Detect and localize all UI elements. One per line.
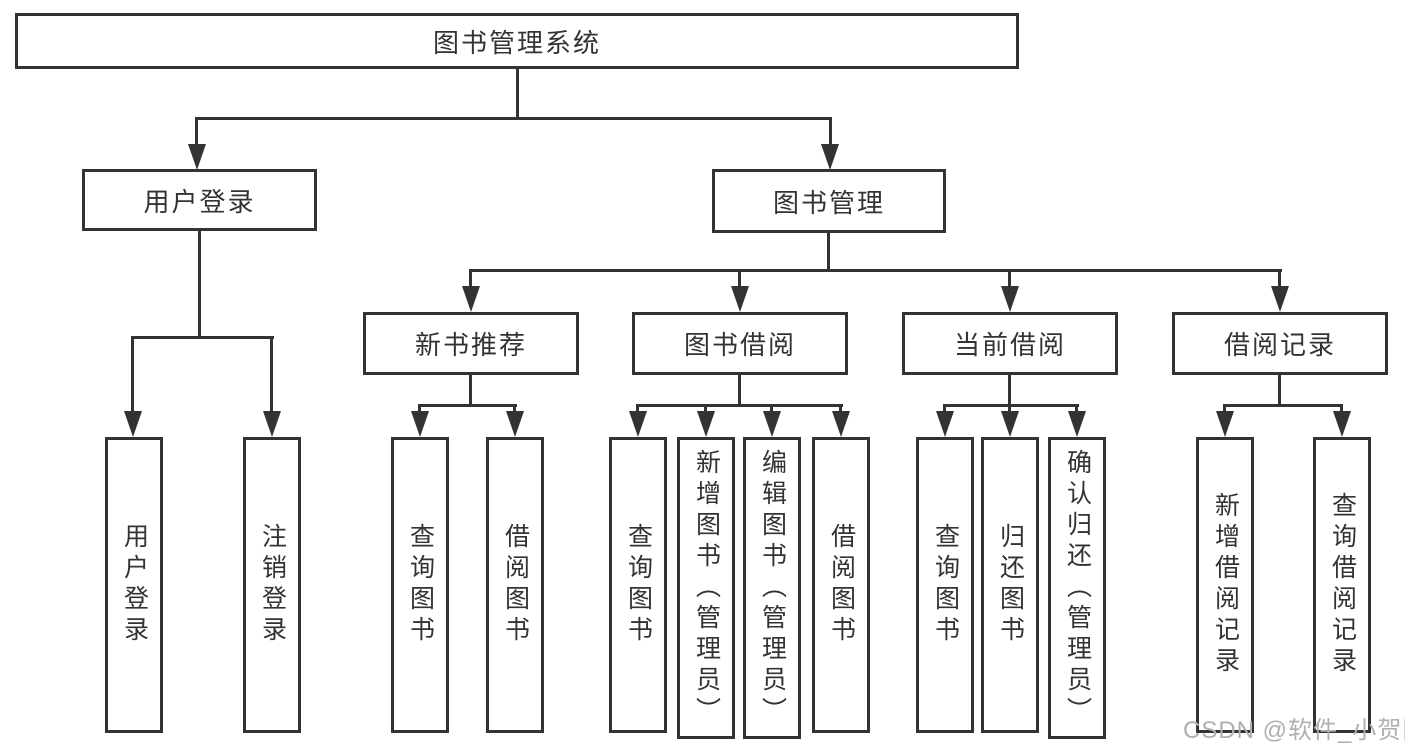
node-book-borrowing: 图书借阅 xyxy=(632,312,848,375)
connector-line xyxy=(704,404,707,413)
node-leaf-borrow-books-recommend: 借阅图书 xyxy=(486,437,544,733)
arrow-down-icon xyxy=(1333,411,1351,437)
connector-line xyxy=(195,117,832,120)
arrow-down-icon xyxy=(629,411,647,437)
node-leaf-confirm-return-admin: 确认归还（管理员） xyxy=(1048,437,1106,739)
node-label: 借阅图书 xyxy=(501,523,530,647)
node-label: 借阅记录 xyxy=(1223,330,1336,360)
arrow-down-icon xyxy=(821,144,839,170)
connector-line xyxy=(198,231,201,339)
node-label: 查询图书 xyxy=(624,523,653,647)
connector-line xyxy=(636,404,639,413)
arrow-down-icon xyxy=(731,286,749,312)
arrow-down-icon xyxy=(188,144,206,170)
arrow-down-icon xyxy=(1216,411,1234,437)
node-label: 编辑图书（管理员） xyxy=(758,448,787,728)
connector-line xyxy=(943,404,946,413)
connector-line xyxy=(131,336,134,412)
connector-line xyxy=(1223,404,1226,413)
node-label: 确认归还（管理员） xyxy=(1063,448,1092,728)
arrow-down-icon xyxy=(1001,286,1019,312)
connector-line xyxy=(513,404,516,413)
node-borrowing-records: 借阅记录 xyxy=(1172,312,1388,375)
node-label: 新增图书（管理员） xyxy=(692,448,721,728)
connector-line xyxy=(770,404,773,413)
node-new-book-recommend: 新书推荐 xyxy=(363,312,579,375)
connector-line xyxy=(943,404,1079,407)
node-label: 新增借阅记录 xyxy=(1211,492,1240,678)
node-library-management-system: 图书管理系统 xyxy=(15,13,1019,69)
arrow-down-icon xyxy=(411,411,429,437)
arrow-down-icon xyxy=(697,411,715,437)
connector-line xyxy=(469,269,1282,272)
node-leaf-query-books-borrowing: 查询图书 xyxy=(609,437,667,733)
arrow-down-icon xyxy=(936,411,954,437)
connector-line xyxy=(839,404,842,413)
arrow-down-icon xyxy=(462,286,480,312)
connector-line xyxy=(636,404,843,407)
arrow-down-icon xyxy=(1271,286,1289,312)
connector-line xyxy=(1278,269,1281,288)
node-label: 图书借阅 xyxy=(683,330,796,360)
connector-line xyxy=(829,117,832,146)
node-leaf-query-books-recommend: 查询图书 xyxy=(391,437,449,733)
arrow-down-icon xyxy=(1001,411,1019,437)
connector-line xyxy=(516,69,519,120)
node-label: 新书推荐 xyxy=(414,330,527,360)
node-leaf-query-books-current: 查询图书 xyxy=(916,437,974,733)
node-current-borrowing: 当前借阅 xyxy=(902,312,1118,375)
node-label: 注销登录 xyxy=(258,523,287,647)
connector-line xyxy=(131,336,274,339)
connector-line xyxy=(1278,375,1281,407)
node-label: 用户登录 xyxy=(143,186,256,217)
node-label: 查询图书 xyxy=(931,523,960,647)
connector-line xyxy=(418,404,517,407)
node-label: 当前借阅 xyxy=(953,330,1066,360)
node-label: 用户登录 xyxy=(120,523,149,647)
node-label: 查询借阅记录 xyxy=(1328,492,1357,678)
connector-line xyxy=(827,233,830,272)
connector-line xyxy=(1223,404,1343,407)
csdn-watermark: CSDN @软件_小贺同学 xyxy=(1183,717,1405,744)
connector-line xyxy=(738,375,741,407)
node-leaf-logout: 注销登录 xyxy=(243,437,301,733)
node-leaf-return-books: 归还图书 xyxy=(981,437,1039,733)
connector-line xyxy=(195,117,198,146)
node-label: 归还图书 xyxy=(996,523,1025,647)
connector-line xyxy=(1008,404,1011,413)
arrow-down-icon xyxy=(263,411,281,437)
connector-line xyxy=(738,269,741,288)
connector-line xyxy=(270,336,273,412)
node-leaf-user-login: 用户登录 xyxy=(105,437,163,733)
arrow-down-icon xyxy=(832,411,850,437)
connector-line xyxy=(418,404,421,413)
node-label: 借阅图书 xyxy=(827,523,856,647)
arrow-down-icon xyxy=(763,411,781,437)
node-leaf-borrow-books: 借阅图书 xyxy=(812,437,870,733)
arrow-down-icon xyxy=(1068,411,1086,437)
connector-line xyxy=(1075,404,1078,413)
connector-line xyxy=(469,269,472,288)
node-label: 查询图书 xyxy=(406,523,435,647)
node-leaf-query-borrow-record: 查询借阅记录 xyxy=(1313,437,1371,733)
connector-line xyxy=(1008,269,1011,288)
node-label: 图书管理系统 xyxy=(432,27,601,58)
node-leaf-add-books-admin: 新增图书（管理员） xyxy=(677,437,735,739)
node-label: 图书管理 xyxy=(772,187,885,218)
node-user-login: 用户登录 xyxy=(82,169,317,231)
arrow-down-icon xyxy=(506,411,524,437)
arrow-down-icon xyxy=(124,411,142,437)
connector-line xyxy=(469,375,472,407)
node-book-management: 图书管理 xyxy=(712,169,946,233)
node-leaf-add-borrow-record: 新增借阅记录 xyxy=(1196,437,1254,733)
connector-line xyxy=(1008,375,1011,407)
connector-line xyxy=(1340,404,1343,413)
node-leaf-edit-books-admin: 编辑图书（管理员） xyxy=(743,437,801,739)
